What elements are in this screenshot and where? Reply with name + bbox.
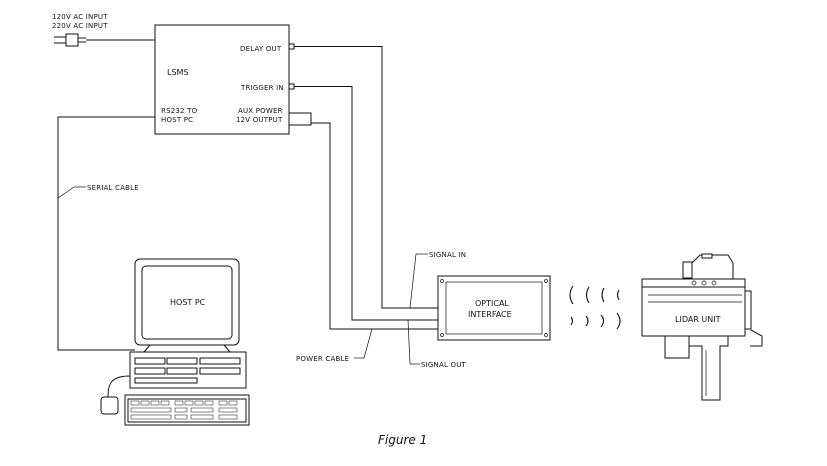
figure-caption: Figure 1 bbox=[378, 433, 427, 447]
lidar-unit-label: LIDAR UNIT bbox=[675, 315, 721, 324]
rs232-label-line2: HOST PC bbox=[161, 116, 193, 124]
optical-interface bbox=[437, 275, 551, 341]
serial-cable-leader bbox=[57, 186, 75, 199]
optical-interface-label-line2: INTERFACE bbox=[468, 310, 512, 319]
serial-cable bbox=[57, 116, 155, 351]
aux-power-label-line2: 12V OUTPUT bbox=[236, 116, 283, 124]
lidar-unit bbox=[641, 253, 763, 401]
incoming-waves-icon bbox=[569, 285, 620, 305]
lsms-unit bbox=[154, 24, 290, 135]
power-plug-icon bbox=[54, 33, 155, 47]
monitor-screen bbox=[141, 265, 233, 340]
serial-cable-label: SERIAL CABLE bbox=[87, 184, 139, 192]
lsms-label: LSMS bbox=[167, 68, 189, 77]
mouse-cord bbox=[107, 375, 131, 398]
host-pc-label: HOST PC bbox=[170, 298, 206, 307]
delay-out-cable bbox=[294, 46, 438, 309]
aux-power-cable bbox=[311, 122, 438, 330]
trigger-in-cable bbox=[294, 86, 438, 321]
aux-power-connector-icon bbox=[288, 112, 312, 126]
aux-power-label-line1: AUX POWER bbox=[238, 107, 283, 115]
power-cable-label: POWER CABLE bbox=[296, 355, 349, 363]
signal-in-label: SIGNAL IN bbox=[429, 251, 466, 259]
host-pc bbox=[100, 258, 250, 426]
rs232-label-line1: RS232 TO bbox=[161, 107, 198, 115]
keyboard-keys bbox=[130, 400, 238, 420]
delay-out-label: DELAY OUT bbox=[240, 45, 282, 53]
trigger-in-connector-icon bbox=[288, 83, 295, 90]
signal-out-label: SIGNAL OUT bbox=[421, 361, 467, 369]
optical-interface-label-line1: OPTICAL bbox=[475, 299, 509, 308]
signal-out-leader bbox=[407, 319, 411, 365]
trigger-in-label: TRIGGER IN bbox=[240, 84, 284, 92]
signal-in-leader bbox=[409, 253, 417, 309]
mouse-icon bbox=[100, 396, 119, 415]
power-cable-leader bbox=[363, 328, 373, 359]
delay-out-connector-icon bbox=[288, 43, 295, 50]
ac-input-220-label: 220V AC INPUT bbox=[52, 22, 108, 30]
outgoing-waves-icon bbox=[570, 312, 621, 330]
ac-input-120-label: 120V AC INPUT bbox=[52, 13, 108, 21]
